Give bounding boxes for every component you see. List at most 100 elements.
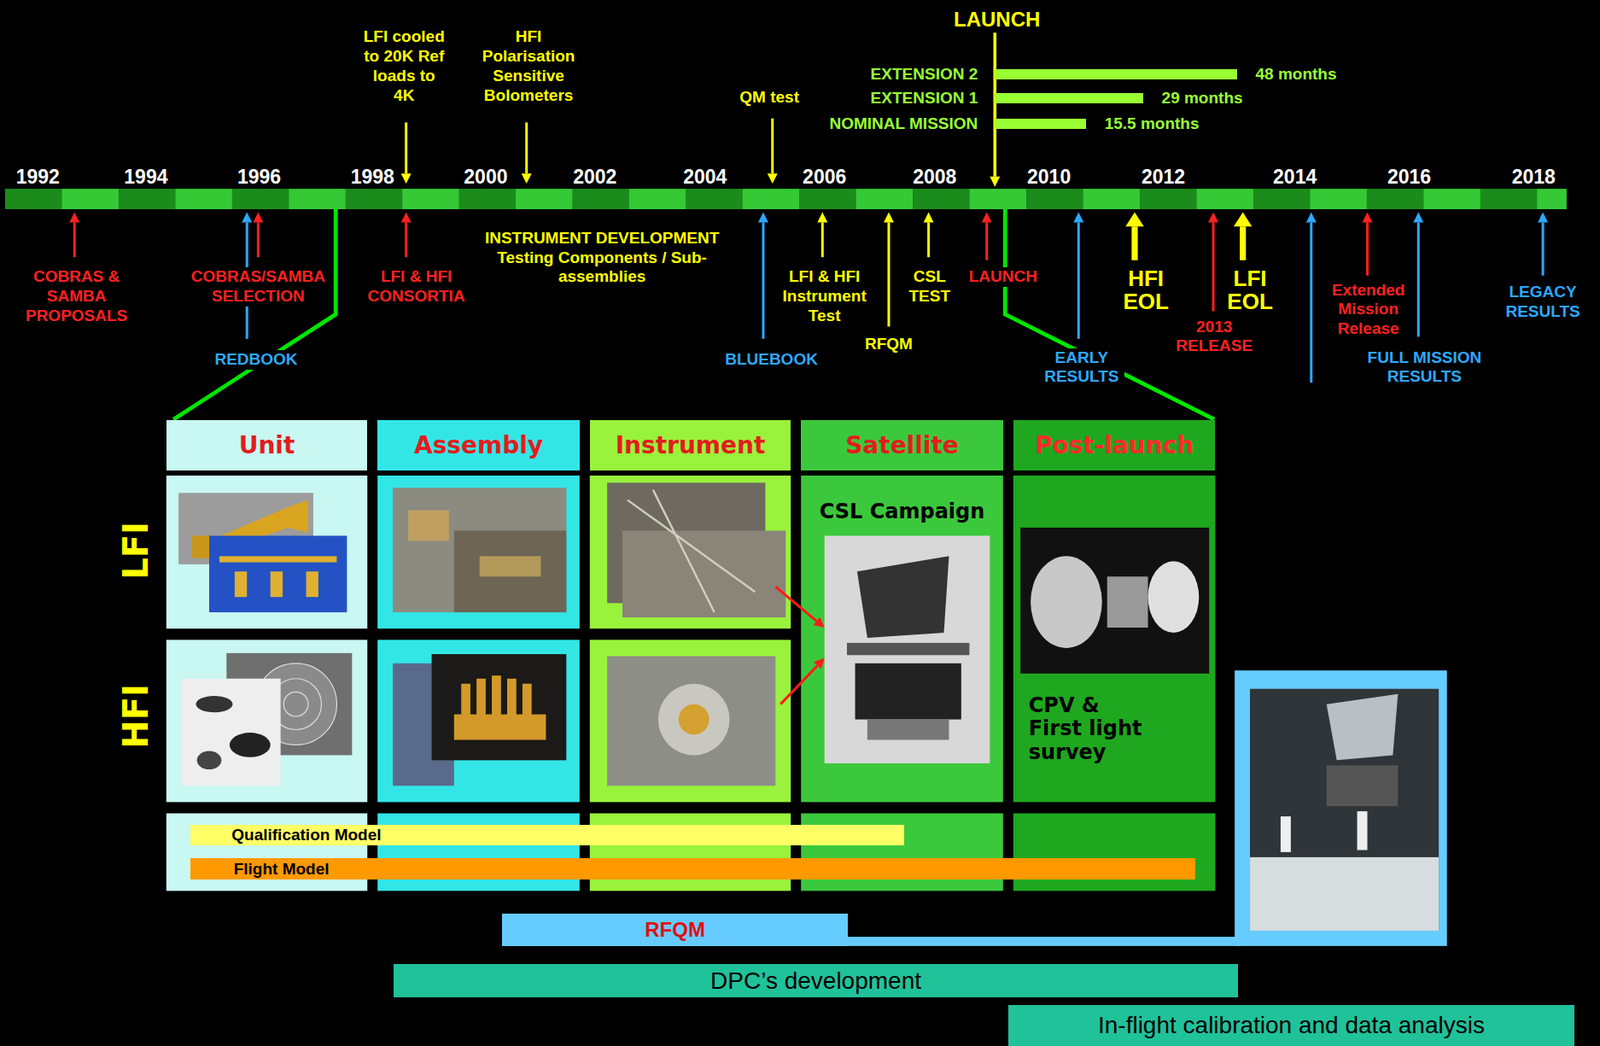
arrow-line: [1309, 222, 1313, 384]
year-label: 2008: [912, 167, 957, 187]
mission-bar: EXTENSION 248 months: [994, 69, 1237, 80]
circuit-trace: [270, 571, 283, 597]
node-text: CPV & First light survey: [1028, 694, 1149, 765]
node-text: DPC’s development: [710, 968, 922, 993]
year-label: 2000: [463, 167, 508, 187]
arrow-head: [813, 658, 825, 670]
arrow-head: [758, 212, 769, 223]
arrow-head: [883, 212, 894, 223]
duration-label: 15.5 months: [1104, 114, 1200, 134]
arrow-head: [1125, 212, 1145, 228]
timeline-segment: [402, 188, 460, 210]
photo: [1249, 689, 1439, 931]
satellite: [1326, 694, 1399, 761]
node-text: Instrument: [615, 432, 766, 458]
year-label: 2010: [1027, 167, 1071, 187]
timeline-label: HFI EOL: [1120, 267, 1172, 315]
photo-detail: [653, 490, 715, 613]
timeline-segment: [1309, 188, 1367, 210]
arrow-line: [927, 222, 930, 258]
timeline-segment: [1026, 188, 1084, 210]
satellite: [867, 719, 950, 741]
arrow-line: [761, 222, 765, 339]
timeline-label: FULL MISSION RESULTS: [1360, 348, 1489, 388]
model-bar: Qualification Model: [190, 824, 904, 846]
year-label: 1994: [123, 167, 168, 187]
column-header: Unit: [166, 420, 368, 471]
timeline-segment: [459, 188, 517, 210]
satellite: [1326, 764, 1399, 806]
arrow-line: [404, 122, 408, 174]
circuit-trace: [234, 571, 247, 597]
horn-array: [476, 678, 486, 717]
mission-label: NOMINAL MISSION: [829, 114, 978, 134]
duration-label: 29 months: [1162, 88, 1244, 108]
timeline-segment: [515, 188, 573, 210]
timeline-label: LFI EOL: [1224, 267, 1276, 315]
satellite: [857, 555, 950, 638]
spider-web-bolometer: [283, 691, 309, 717]
photo-detail: [658, 683, 730, 756]
arrow-head: [69, 212, 80, 223]
timeline-label: BLUEBOOK: [724, 350, 818, 370]
timeline-label: HFI Polarisation Sensitive Bolometers: [477, 27, 580, 106]
arrow-head: [817, 212, 828, 223]
timeline-segment: [1366, 188, 1425, 210]
timeline-label: LEGACY RESULTS: [1500, 282, 1586, 322]
activity-bar: RFQM: [502, 913, 848, 946]
timeline-segment: [1196, 188, 1254, 210]
photo: [622, 530, 786, 618]
timeline-segment: [175, 188, 233, 210]
arrow-head: [252, 212, 263, 223]
timeline-label: LAUNCH: [953, 8, 1040, 31]
satellite: [855, 663, 962, 720]
timeline-segment: [799, 188, 857, 210]
year-label: 2006: [802, 167, 847, 187]
node-text: Assembly: [414, 432, 544, 458]
photo: [432, 654, 567, 760]
horn-array: [491, 675, 502, 717]
arrow-head: [1208, 212, 1219, 223]
timeline-label: REDBOOK: [214, 350, 298, 370]
arrow-head: [1362, 212, 1373, 223]
arrow-head: [981, 212, 993, 223]
photo-detail: [678, 704, 710, 736]
zoom-line: [173, 209, 336, 420]
year-label: 2012: [1141, 167, 1186, 187]
rfqm-link: [846, 936, 1240, 946]
timeline-label: RFQM: [864, 334, 913, 355]
year-label: 1992: [16, 167, 60, 187]
satellite: [1107, 576, 1149, 628]
micrograph: [229, 732, 271, 758]
row-label: HFI: [118, 683, 153, 749]
year-label: 2016: [1387, 167, 1431, 187]
node-text: Flight Model: [233, 860, 330, 878]
arrow-head: [767, 173, 778, 184]
grid-cell: [1013, 475, 1216, 802]
photo: [454, 530, 567, 613]
arrow-line: [404, 222, 408, 258]
grid-cell: [166, 639, 368, 802]
arrow-head: [1413, 212, 1424, 223]
year-label: 2014: [1272, 167, 1317, 187]
horn-array: [461, 683, 471, 717]
timeline-label: LAUNCH: [969, 267, 1038, 287]
timeline-label: 2013 RELEASE: [1171, 317, 1257, 357]
model-bar: Flight Model: [190, 858, 1195, 880]
circuit-trace: [219, 555, 337, 562]
arrow-line: [1212, 222, 1215, 312]
year-label: 1998: [350, 167, 395, 187]
timeline-label: COBRAS/SAMBA SELECTION: [183, 267, 333, 307]
column-header: Instrument: [589, 420, 791, 471]
timeline-segment: [1423, 188, 1481, 210]
node-text: Unit: [239, 432, 296, 458]
arrow-head: [1537, 212, 1548, 223]
photo: [824, 535, 991, 764]
timeline-label: Extended Mission Release: [1327, 280, 1409, 339]
column-header: Assembly: [377, 420, 580, 471]
row-label: LFI: [118, 522, 153, 581]
node-text: In-flight calibration and data analysis: [1097, 1012, 1485, 1038]
grid-cell: [166, 475, 368, 629]
timeline-segment: [345, 188, 403, 210]
